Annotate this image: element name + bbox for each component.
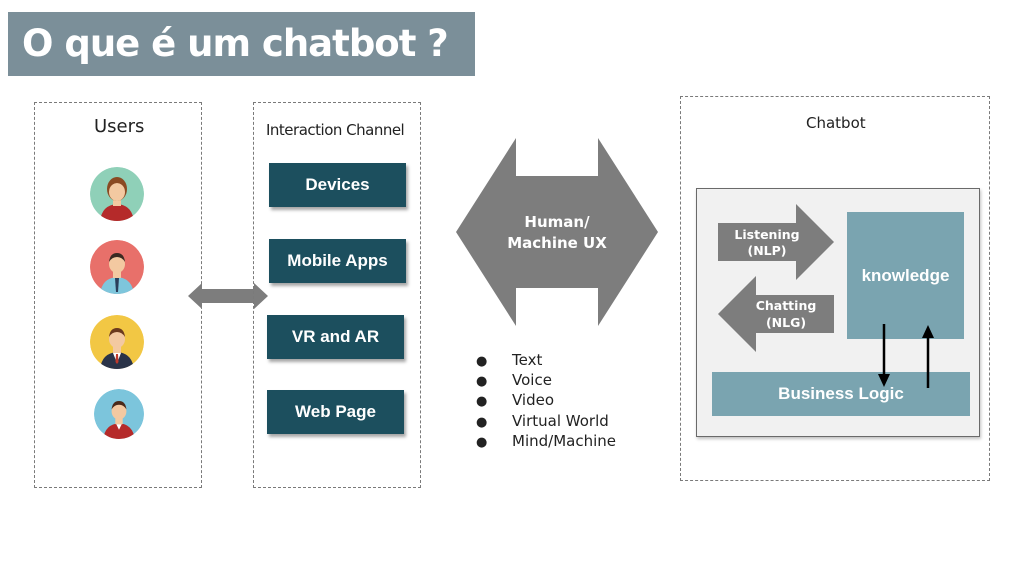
channel-mobile-apps: Mobile Apps [269,239,406,283]
users-label: Users [94,116,145,137]
businessman-avatar-icon [90,315,144,369]
knowledge-block: knowledge [847,212,964,339]
hmux-line2: Machine UX [507,234,607,252]
list-item: ●Text [476,350,616,370]
listening-line1: Listening [734,227,799,242]
listening-line2: (NLP) [747,243,786,258]
hmux-line1: Human/ [524,213,590,231]
channel-web-page: Web Page [267,390,404,434]
interaction-channel-panel [253,102,421,488]
chatbot-panel [680,96,990,481]
page-title: O que é um chatbot ? [22,22,449,65]
list-item: ●Voice [476,370,616,390]
down-arrow-icon [876,324,892,393]
chatting-line2: (NLG) [766,315,806,330]
human-machine-ux-arrow: Human/ Machine UX [456,138,660,331]
bullet-icon: ● [476,354,488,369]
man-red-shirt-avatar-icon [94,389,144,439]
list-item: ●Virtual World [476,411,616,431]
listening-arrow: Listening (NLP) [716,202,836,287]
ux-modalities-list: ●Text ●Voice ●Video ●Virtual World ●Mind… [476,350,616,451]
man-blue-shirt-avatar-icon [90,240,144,294]
list-item: ●Video [476,390,616,410]
interaction-channel-label: Interaction Channel [266,121,405,139]
title-bar [8,12,475,76]
woman-avatar-icon [90,167,144,221]
list-item: ●Mind/Machine [476,431,616,451]
chatting-line1: Chatting [756,298,817,313]
bullet-icon: ● [476,374,488,390]
bullet-icon: ● [476,394,488,410]
channel-vr-and-ar: VR and AR [267,315,404,359]
chatbot-label: Chatbot [806,114,866,132]
bullet-icon: ● [476,414,488,430]
up-arrow-icon [920,324,936,393]
chatting-arrow: Chatting (NLG) [716,274,836,359]
bullet-icon: ● [476,434,488,450]
double-arrow-icon [188,281,268,316]
channel-devices: Devices [269,163,406,207]
